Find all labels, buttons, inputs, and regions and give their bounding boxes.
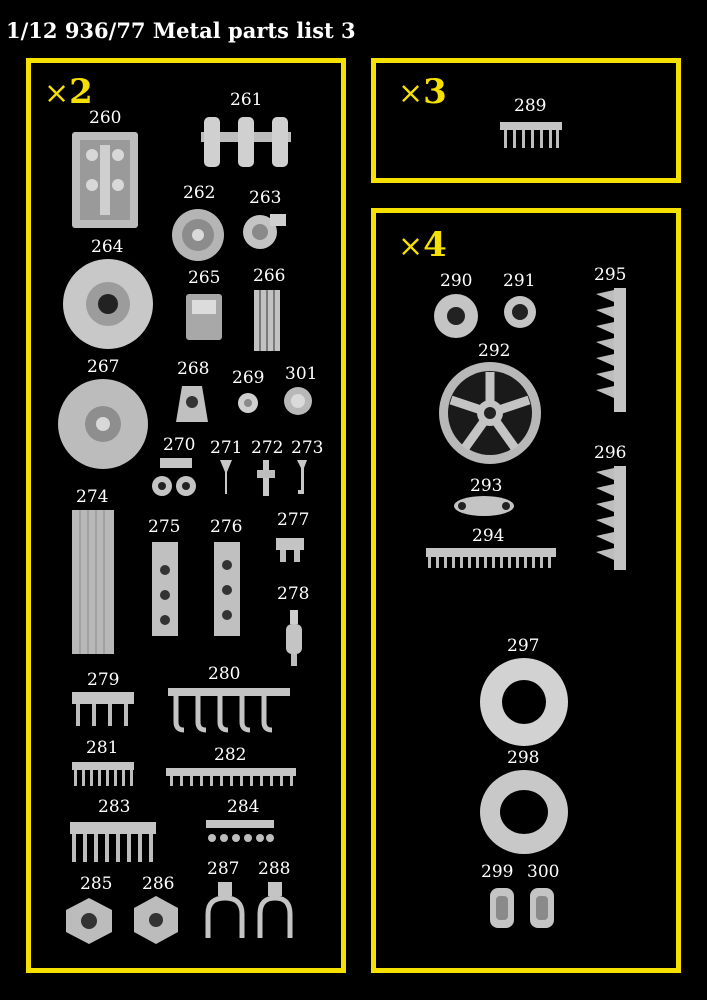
- part-number-label: 265: [188, 268, 221, 288]
- part-290-image: [430, 292, 482, 340]
- part-292-image: [437, 360, 543, 466]
- part-272-image: [255, 458, 277, 498]
- part-number-label: 277: [277, 510, 310, 530]
- part-286-image: [130, 894, 182, 946]
- part-271-image: [218, 458, 234, 496]
- part-262-image: [170, 207, 226, 263]
- part-291-image: [502, 294, 538, 330]
- part-number-label: 286: [142, 874, 175, 894]
- part-number-label: 301: [285, 364, 318, 384]
- part-number-label: 281: [86, 738, 119, 758]
- part-number-label: 287: [207, 859, 240, 879]
- group-box-x2: [26, 58, 346, 973]
- part-number-label: 278: [277, 584, 310, 604]
- part-number-label: 280: [208, 664, 241, 684]
- group-multiplier-x4: ×4: [398, 225, 447, 265]
- part-number-label: 295: [594, 265, 627, 285]
- part-number-label: 279: [87, 670, 120, 690]
- part-number-label: 285: [80, 874, 113, 894]
- part-number-label: 263: [249, 188, 282, 208]
- part-number-label: 268: [177, 359, 210, 379]
- part-269-image: [237, 392, 259, 414]
- part-number-label: 298: [507, 748, 540, 768]
- part-number-label: 282: [214, 745, 247, 765]
- part-270-image: [150, 456, 200, 498]
- part-288-image: [254, 880, 296, 942]
- part-number-label: 273: [291, 438, 324, 458]
- part-299-image: [486, 884, 518, 932]
- group-box-x3: [371, 58, 681, 183]
- part-278-image: [282, 608, 306, 668]
- part-283-image: [68, 818, 158, 864]
- part-number-label: 274: [76, 487, 109, 507]
- part-285-image: [62, 896, 116, 946]
- part-287-image: [202, 880, 248, 942]
- part-number-label: 296: [594, 443, 627, 463]
- part-296-image: [594, 464, 628, 572]
- group-multiplier-x3: ×3: [398, 72, 447, 112]
- page-title: 1/12 936/77 Metal parts list 3: [6, 18, 356, 43]
- part-281-image: [70, 760, 136, 788]
- part-295-image: [594, 286, 628, 414]
- part-number-label: 276: [210, 517, 243, 537]
- part-number-label: 284: [227, 797, 260, 817]
- part-number-label: 290: [440, 271, 473, 291]
- part-260-image: [70, 130, 140, 230]
- part-number-label: 262: [183, 183, 216, 203]
- part-number-label: 297: [507, 636, 540, 656]
- part-275-image: [148, 540, 182, 638]
- part-268-image: [170, 380, 214, 424]
- part-279-image: [70, 690, 136, 730]
- part-number-label: 294: [472, 526, 505, 546]
- part-number-label: 271: [210, 438, 243, 458]
- part-number-label: 299: [481, 862, 514, 882]
- part-number-label: 288: [258, 859, 291, 879]
- part-265-image: [184, 292, 224, 342]
- group-box-x4: [371, 208, 681, 973]
- part-number-label: 261: [230, 90, 263, 110]
- part-282-image: [164, 766, 298, 788]
- part-293-image: [452, 494, 516, 518]
- part-number-label: 300: [527, 862, 560, 882]
- part-301-image: [283, 386, 313, 416]
- part-297-image: [478, 656, 570, 748]
- part-274-image: [70, 508, 116, 656]
- part-284-image: [204, 818, 276, 852]
- part-264-image: [62, 258, 154, 350]
- part-294-image: [424, 546, 558, 570]
- part-number-label: 283: [98, 797, 131, 817]
- part-number-label: 267: [87, 357, 120, 377]
- part-289-image: [498, 120, 564, 152]
- part-number-label: 291: [503, 271, 536, 291]
- part-number-label: 292: [478, 341, 511, 361]
- part-number-label: 269: [232, 368, 265, 388]
- part-number-label: 289: [514, 96, 547, 116]
- part-267-image: [54, 378, 152, 470]
- part-number-label: 260: [89, 108, 122, 128]
- part-300-image: [526, 884, 558, 932]
- part-number-label: 264: [91, 237, 124, 257]
- part-276-image: [210, 540, 244, 638]
- part-number-label: 270: [163, 435, 196, 455]
- part-number-label: 272: [251, 438, 284, 458]
- part-263-image: [240, 210, 288, 250]
- part-number-label: 266: [253, 266, 286, 286]
- part-280-image: [166, 686, 292, 734]
- part-277-image: [274, 532, 306, 564]
- part-number-label: 275: [148, 517, 181, 537]
- part-number-label: 293: [470, 476, 503, 496]
- group-multiplier-x2: ×2: [44, 72, 93, 112]
- part-273-image: [294, 458, 310, 498]
- part-261-image: [196, 112, 296, 172]
- part-298-image: [478, 768, 570, 856]
- part-266-image: [252, 288, 282, 353]
